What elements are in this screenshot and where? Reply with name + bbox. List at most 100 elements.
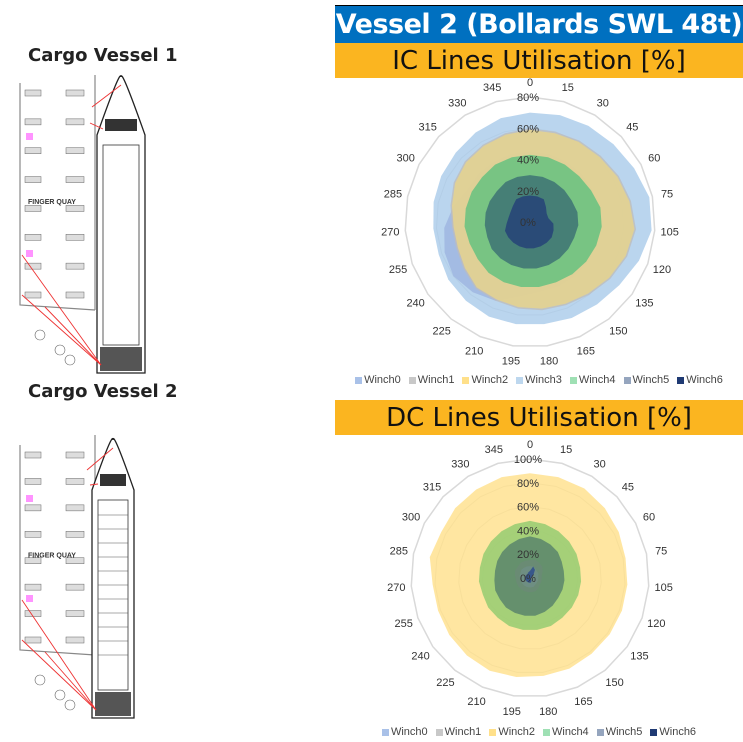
- category-label: 210: [465, 345, 483, 357]
- mooring-line: [21, 294, 102, 366]
- category-label: 285: [384, 189, 402, 201]
- series-area-winch6: [525, 566, 535, 583]
- mooring-line: [21, 639, 97, 711]
- category-label: 75: [661, 189, 673, 201]
- legend-swatch: [677, 376, 685, 384]
- mooring-line: [44, 306, 102, 366]
- category-label: 300: [402, 511, 420, 523]
- mooring-line: [44, 651, 97, 711]
- category-label: 195: [503, 706, 521, 718]
- category-label: 315: [423, 482, 441, 494]
- mooring-line: [89, 483, 99, 486]
- vessel-stern: [100, 347, 142, 371]
- legend-label: Winch2: [471, 374, 509, 386]
- cargo-vessel-2-mooring-drawing: FINGER QUAY: [19, 435, 135, 719]
- legend-swatch: [516, 376, 524, 384]
- callout-circle: [34, 674, 46, 686]
- category-label: 45: [622, 482, 634, 494]
- quay-label: FINGER QUAY: [28, 553, 76, 560]
- legend-item-winch4: Winch4: [543, 726, 589, 738]
- legend-label: Winch1: [417, 374, 455, 386]
- category-label: 345: [483, 82, 501, 94]
- legend-swatch: [543, 728, 550, 736]
- category-label: 0: [527, 439, 533, 451]
- legend-item-winch3: Winch3: [516, 374, 562, 386]
- category-label: 225: [432, 326, 450, 338]
- legend-swatch: [569, 376, 577, 384]
- bollard-tag: [65, 89, 85, 97]
- cargo-vessel-1-mooring-drawing: FINGER QUAY: [19, 75, 146, 374]
- bollard-tag: [65, 205, 85, 212]
- bollard-tag: [24, 147, 42, 154]
- category-label: 270: [387, 582, 405, 594]
- marker-icon: [26, 595, 33, 602]
- bollard-tag: [65, 176, 85, 183]
- bollard-tag: [65, 118, 85, 126]
- bollard-tag: [65, 636, 85, 644]
- bollard-tag: [65, 478, 85, 485]
- category-label: 330: [448, 97, 466, 109]
- callout-circle: [64, 699, 76, 711]
- legend-swatch: [489, 728, 497, 736]
- legend-label: Winch0: [390, 726, 428, 738]
- category-label: 300: [397, 153, 415, 165]
- legend-swatch: [381, 728, 389, 736]
- vessel-bow-deck: [100, 474, 126, 486]
- cargo-hold: [102, 144, 140, 346]
- bollard-tag: [65, 262, 85, 270]
- bollard-tag: [24, 451, 42, 459]
- category-label: 120: [653, 264, 671, 276]
- category-label: 270: [381, 227, 399, 239]
- category-label: 150: [609, 326, 627, 338]
- legend-swatch: [408, 376, 416, 384]
- bollard-tag: [24, 504, 42, 512]
- bollard-tag: [65, 504, 85, 512]
- marker-icon: [26, 495, 33, 502]
- bollard-tag: [65, 451, 85, 459]
- category-label: 30: [593, 459, 605, 471]
- bollard-tag: [24, 89, 42, 97]
- category-label: 105: [660, 227, 678, 239]
- quay-edge: [19, 83, 96, 311]
- legend-item-winch0: Winch0: [381, 726, 428, 738]
- category-label: 180: [540, 356, 558, 368]
- legend-label: Winch0: [364, 374, 401, 386]
- mooring-line: [86, 447, 114, 471]
- callout-circle: [34, 329, 46, 341]
- bollard-tag: [65, 531, 85, 538]
- series-area-winch6: [504, 195, 554, 249]
- legend-swatch: [462, 376, 470, 384]
- bollard-tag: [24, 478, 42, 485]
- category-label: 60: [648, 153, 660, 165]
- ic-chart-title: IC Lines Utilisation [%]: [335, 43, 743, 78]
- vessel-bow-deck: [105, 119, 137, 131]
- category-label: 165: [574, 696, 592, 708]
- legend-label: Winch6: [659, 726, 697, 738]
- radial-tick-label: 60%: [517, 502, 539, 514]
- bollard-tag: [65, 583, 85, 591]
- category-label: 120: [647, 618, 665, 630]
- category-label: 255: [395, 618, 413, 630]
- category-label: 285: [390, 546, 408, 558]
- bollard-tag: [24, 291, 42, 299]
- bollard-tag: [24, 118, 42, 126]
- legend-label: Winch5: [605, 726, 643, 738]
- legend-label: Winch3: [525, 374, 562, 386]
- category-label: 60: [643, 511, 655, 523]
- legend-item-winch1: Winch1: [408, 374, 455, 386]
- category-label: 330: [451, 459, 469, 471]
- radial-tick-label: 20%: [517, 186, 539, 198]
- category-label: 240: [406, 298, 424, 310]
- legend-swatch: [623, 376, 631, 384]
- legend-item-winch5: Winch5: [596, 726, 643, 738]
- bollard-tag: [65, 147, 85, 154]
- bollard-tag: [65, 610, 85, 617]
- radial-tick-label: 100%: [514, 454, 542, 466]
- category-label: 135: [635, 298, 653, 310]
- bollard-tag: [24, 636, 42, 644]
- category-label: 345: [485, 444, 503, 456]
